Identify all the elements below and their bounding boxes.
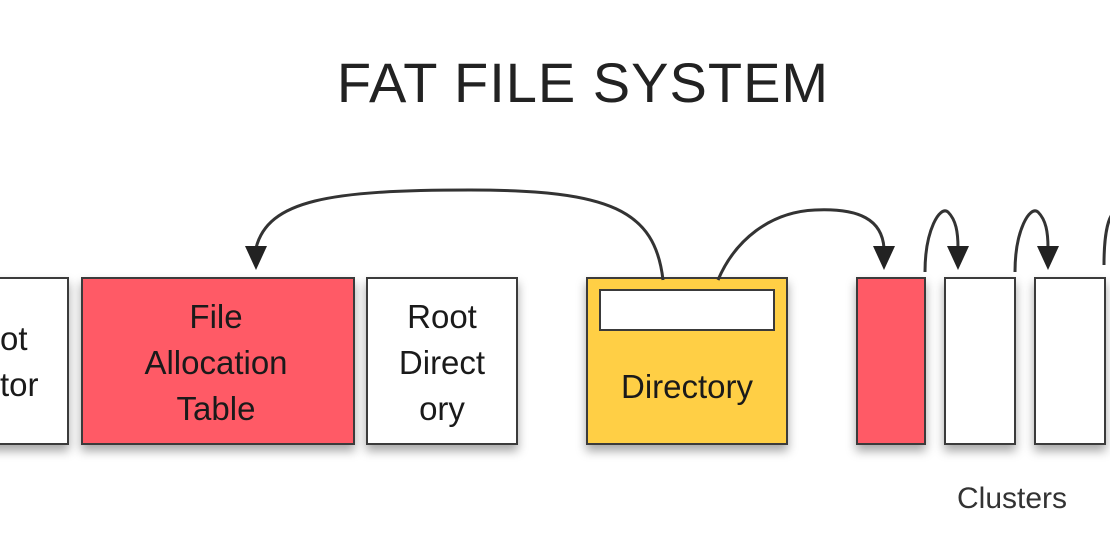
cluster-3 <box>1034 277 1106 445</box>
root-directory-label-line2: Direct <box>399 344 485 381</box>
arrow-head-cluster-1 <box>873 246 895 270</box>
boot-sector-block: ot tor <box>0 277 69 445</box>
root-directory-label-line1: Root <box>407 298 477 335</box>
fat-box <box>81 277 355 445</box>
boot-sector-label-line2: tor <box>0 366 39 403</box>
directory-block: Directory <box>586 277 788 445</box>
boot-sector-box <box>0 277 69 445</box>
fat-label-line2: Allocation <box>144 344 287 381</box>
clusters-label: Clusters <box>957 482 1067 515</box>
arrow-head-cluster-2 <box>947 246 969 270</box>
arrow-cluster-3-onward <box>1102 215 1110 266</box>
fat-block: File Allocation Table <box>81 277 355 445</box>
arrow-directory-to-fat <box>254 188 665 281</box>
diagram-title: FAT FILE SYSTEM <box>337 51 829 114</box>
arrow-cluster-2-to-3 <box>1013 209 1050 273</box>
cluster-1 <box>856 277 926 445</box>
clusters-group: Clusters <box>856 277 1106 515</box>
fat-label-line3: Table <box>177 390 256 427</box>
boot-sector-label-line1: ot <box>0 320 28 357</box>
cluster-2 <box>944 277 1016 445</box>
directory-entry <box>599 289 775 331</box>
fat-label-line1: File <box>189 298 242 335</box>
arrow-head-cluster-3 <box>1037 246 1059 270</box>
root-directory-block: Root Direct ory <box>366 277 518 445</box>
root-directory-label-line3: ory <box>419 390 465 427</box>
arrow-cluster-1-to-2 <box>923 209 960 273</box>
root-directory-box <box>366 277 518 445</box>
directory-label: Directory <box>621 368 754 405</box>
arrow-head-fat <box>245 246 267 270</box>
arrow-directory-to-cluster <box>716 208 886 281</box>
